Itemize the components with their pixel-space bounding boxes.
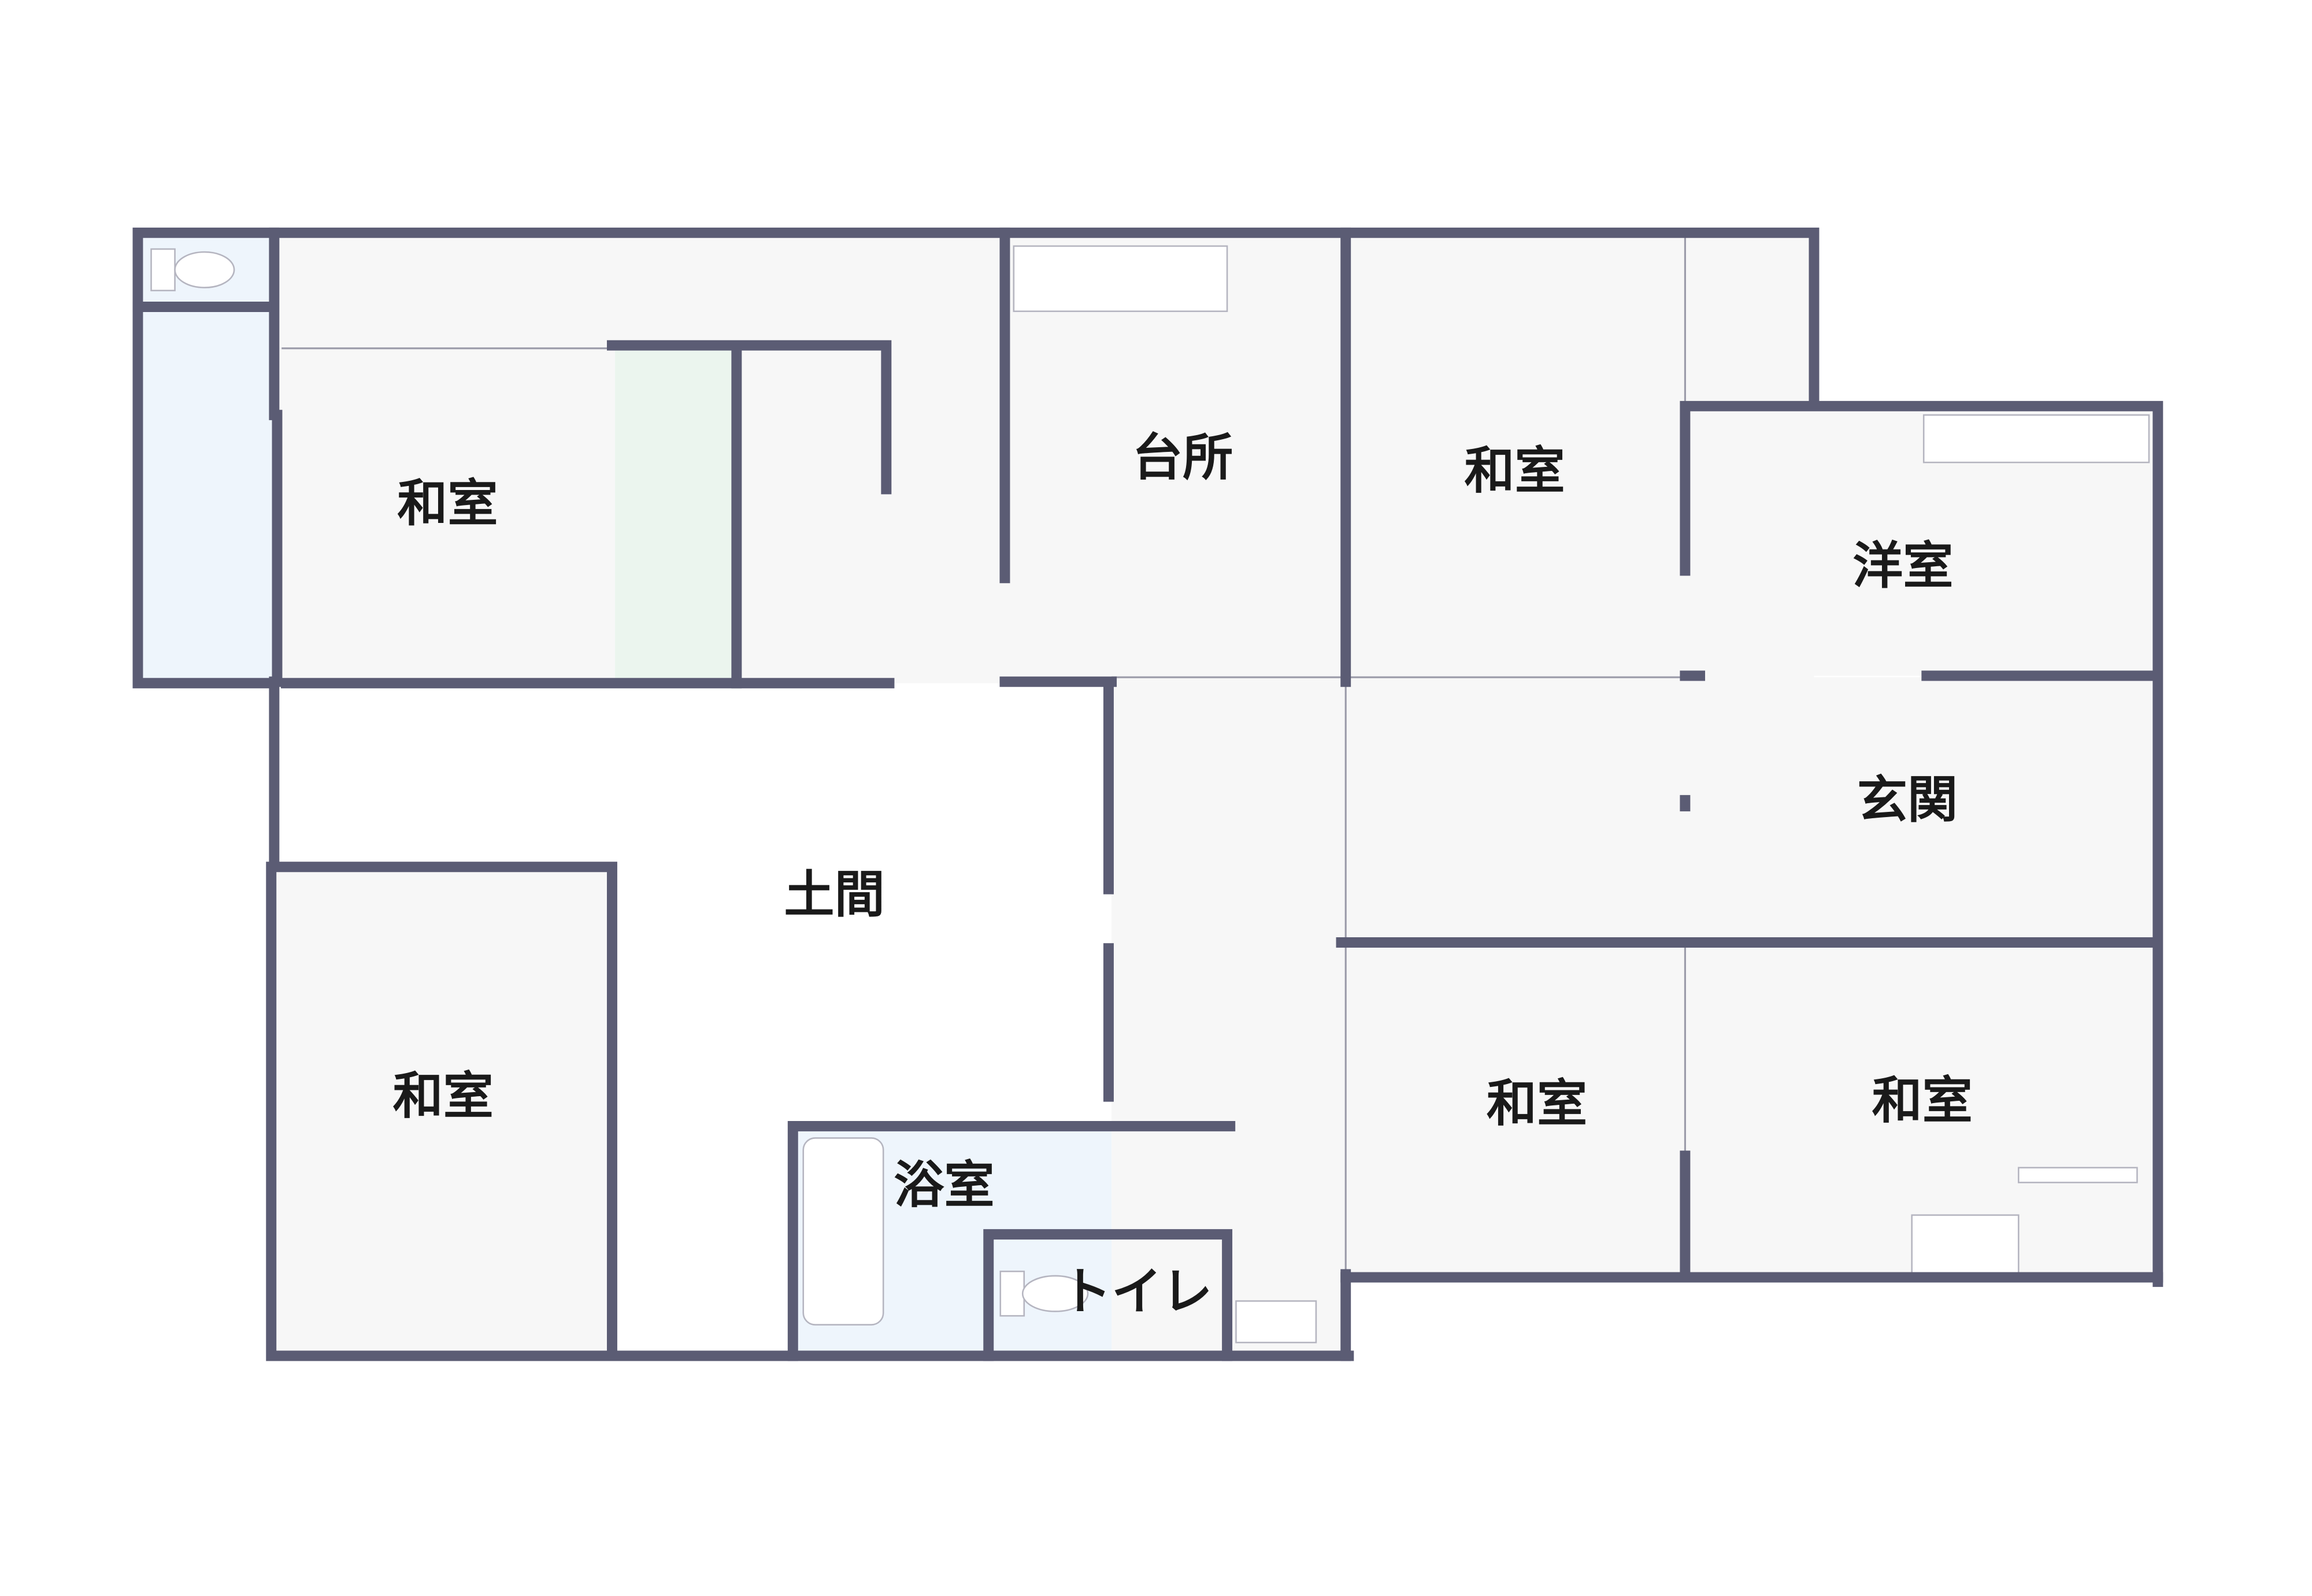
room-fills [138,232,2158,1356]
toilet-fixture [999,1270,1089,1317]
room-label-toilet: トイレ [1061,1262,1212,1321]
room-label-washitsu-bottom-mid: 和室 [1487,1074,1587,1133]
shelf [2018,1167,2138,1183]
kitchen-counter [1013,245,1228,312]
room-label-washitsu-top-left: 和室 [397,474,498,533]
cabinet [1911,1214,2020,1275]
room-label-washitsu-bottom-left: 和室 [393,1067,494,1126]
room-label-washitsu-bottom-right: 和室 [1872,1071,1972,1130]
sink [1235,1300,1317,1343]
toilet-fixture-top-left [150,248,235,292]
room-label-genkan: 玄関 [1857,770,1958,829]
room-labels: 和室 台所 和室 洋室 玄関 土間 和室 浴室 トイレ 和室 和室 [393,428,1973,1322]
walls [132,227,2163,1361]
room-label-yokushitsu: 浴室 [894,1156,994,1215]
fixtures [150,245,2150,1343]
room-label-washitsu-top-right: 和室 [1464,441,1565,500]
room-label-daidokoro: 台所 [1132,428,1233,487]
closet-shelf [1922,414,2150,463]
room-label-youshitsu: 洋室 [1852,536,1953,595]
room-label-doma: 土間 [784,865,884,924]
bathtub [802,1137,884,1326]
